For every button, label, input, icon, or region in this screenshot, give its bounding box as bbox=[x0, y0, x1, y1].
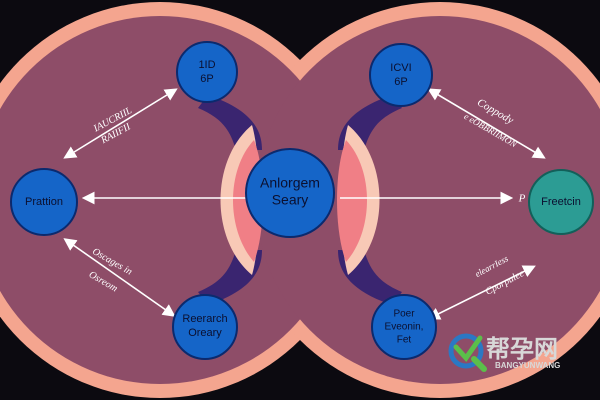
node-left[interactable]: Prattion bbox=[10, 168, 78, 236]
label-right-p: P bbox=[518, 193, 526, 205]
node-top-left-line-2: 6P bbox=[200, 73, 213, 85]
node-bottom-right-line-1: Poer bbox=[393, 309, 415, 320]
center-lobe-right bbox=[337, 140, 367, 262]
node-bottom-left-line-1: Reerarch bbox=[182, 313, 227, 325]
node-bottom-right-line-3: Fet bbox=[397, 335, 412, 346]
node-bottom-right[interactable]: Poer Eveonin, Fet bbox=[371, 294, 437, 360]
node-top-right[interactable]: ICVI 6P bbox=[369, 43, 433, 107]
node-right[interactable]: Freetcin bbox=[528, 169, 594, 235]
node-top-left-line-1: 1ID bbox=[198, 59, 215, 71]
node-bottom-left[interactable]: Reerarch Oreary bbox=[172, 294, 238, 360]
node-center-line-1: Anlorgem bbox=[260, 175, 320, 191]
watermark-subtitle: BANGYUNWANG bbox=[495, 361, 560, 370]
node-center-line-2: Seary bbox=[272, 192, 309, 208]
node-top-right-line-2: 6P bbox=[394, 76, 407, 88]
arrow-bottom-left bbox=[63, 238, 176, 317]
node-top-right-line-1: ICVI bbox=[390, 62, 411, 74]
node-bottom-left-line-2: Oreary bbox=[188, 327, 222, 339]
node-right-line-1: Freetcin bbox=[541, 196, 581, 208]
node-top-left[interactable]: 1ID 6P bbox=[176, 41, 238, 103]
arrow-bottom-right bbox=[427, 265, 536, 320]
arrow-top-right bbox=[427, 88, 546, 159]
watermark: 帮孕网 BANGYUNWANG bbox=[448, 333, 560, 372]
node-left-line-1: Prattion bbox=[25, 196, 63, 208]
watermark-title: 帮孕网 bbox=[486, 336, 558, 363]
watermark-logo-icon bbox=[448, 333, 487, 372]
node-bottom-right-line-2: Eveonin, bbox=[385, 322, 424, 333]
arrow-top-left bbox=[63, 88, 178, 159]
node-center[interactable]: Anlorgem Seary bbox=[245, 148, 335, 238]
